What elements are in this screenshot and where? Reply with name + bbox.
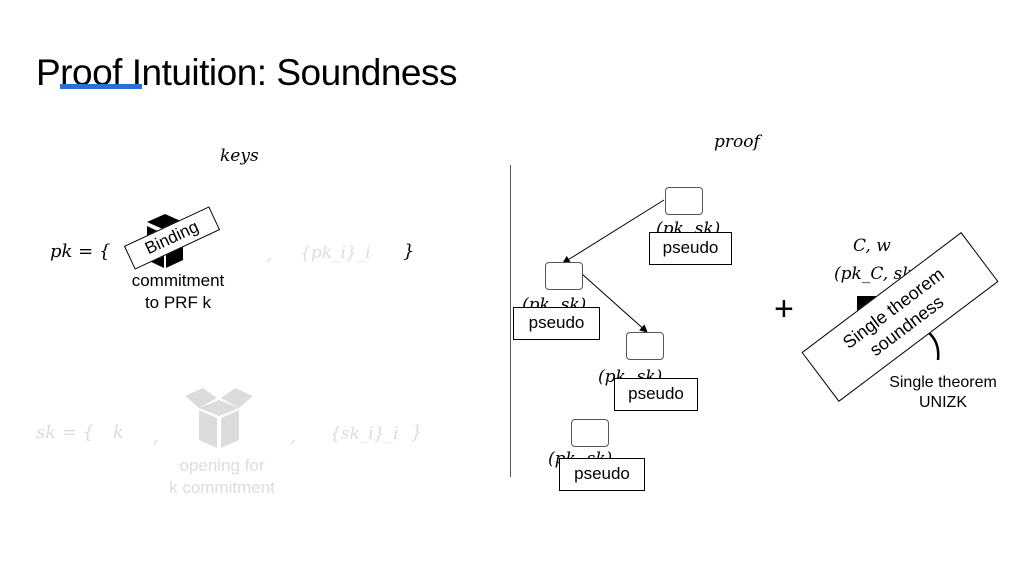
sk-k: k [113, 422, 124, 443]
pseudo-box: pseudo [649, 232, 732, 265]
sk-i-set: {sk_i}_i [330, 424, 399, 444]
pk-open: pk = { [50, 241, 111, 262]
proof-document-icon [626, 332, 664, 360]
proof-label: proof [714, 132, 760, 152]
opening-caption: opening for k commitment [152, 455, 292, 499]
proof-document-icon [545, 262, 583, 290]
pseudo-box: pseudo [513, 307, 600, 340]
commitment-caption: commitment to PRF k [110, 270, 246, 314]
keys-label: keys [220, 146, 259, 166]
proof-document-icon [571, 419, 609, 447]
unizk-caption-line1: Single theorem [889, 374, 997, 391]
proof-document-icon [665, 187, 703, 215]
pseudo-box: pseudo [614, 378, 698, 411]
opening-box-icon [185, 388, 253, 448]
pk-i-set: {pk_i}_i [300, 243, 371, 263]
plus-sign: + [774, 290, 794, 328]
pk-comma: , [266, 244, 272, 265]
unizk-curve-icon [927, 331, 940, 361]
cw-label: C, w [853, 236, 891, 256]
pseudo-box: pseudo [559, 458, 645, 491]
sk-comma-2: , [290, 426, 296, 447]
unizk-caption: Single theorem UNIZK [877, 373, 1009, 413]
sk-open: sk = { [36, 422, 95, 443]
unizk-caption-line2: UNIZK [919, 394, 967, 411]
commitment-caption-line1: commitment [131, 271, 225, 290]
opening-caption-line1: opening for [179, 456, 265, 475]
vertical-divider [510, 165, 511, 477]
pk-close: } [403, 241, 415, 262]
sk-comma-1: , [153, 426, 159, 447]
opening-caption-line2: k commitment [169, 478, 275, 497]
commitment-caption-line2: to PRF k [144, 293, 212, 312]
sk-close: } [411, 422, 423, 443]
title-underline [60, 84, 142, 89]
